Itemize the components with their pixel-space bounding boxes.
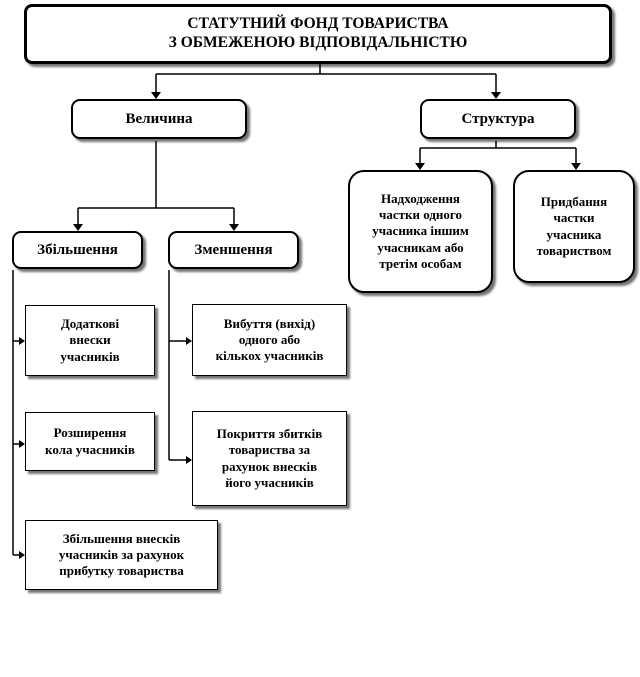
increase-item-new-members: Розширення кола учасників — [25, 412, 155, 471]
main-title-line-1: СТАТУТНИЙ ФОНД ТОВАРИСТВА — [187, 15, 449, 33]
structure-item-acquisition: Придбання частки учасника товариством — [513, 170, 635, 283]
increase-item-from-profit: Збільшення внесків учасників за рахунок … — [25, 520, 218, 590]
category-structure: Структура — [420, 99, 576, 139]
decrease-item-loss-coverage: Покриття збитків товариства за рахунок в… — [192, 411, 347, 506]
category-decrease: Зменшення — [168, 231, 299, 269]
main-title-line-2: З ОБМЕЖЕНОЮ ВІДПОВІДАЛЬНІСТЮ — [168, 34, 468, 51]
increase-item-additional-contributions: Додаткові внески учасників — [25, 305, 155, 376]
structure-item-transfer: Надходження частки одного учасника іншим… — [348, 170, 493, 293]
category-size: Величина — [71, 99, 247, 139]
category-increase: Збільшення — [12, 231, 143, 269]
decrease-item-member-exit: Вибуття (вихід) одного або кількох учасн… — [192, 304, 347, 376]
main-title-box: СТАТУТНИЙ ФОНД ТОВАРИСТВА З ОБМЕЖЕНОЮ ВІ… — [24, 4, 612, 64]
